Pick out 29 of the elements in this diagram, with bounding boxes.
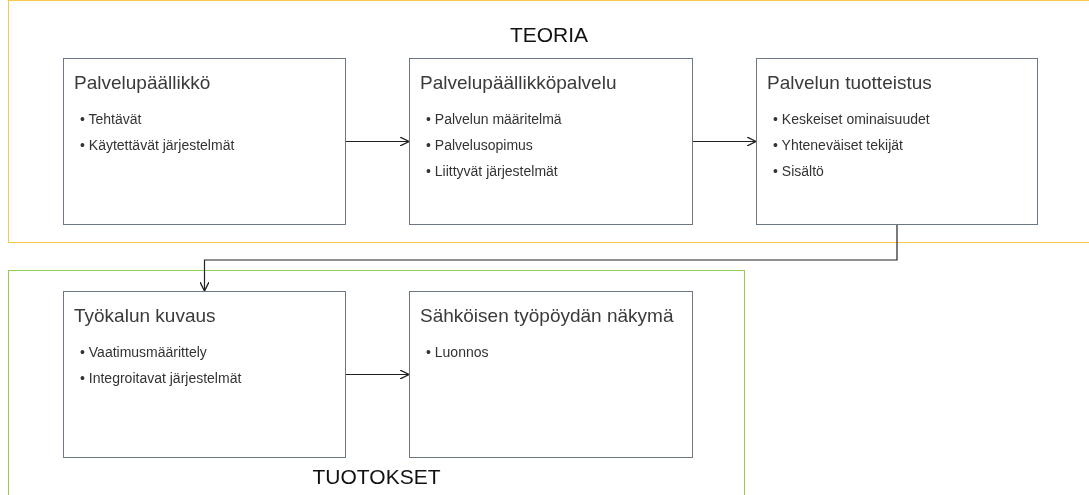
bullet-item: • Vaatimusmäärittely — [80, 342, 207, 361]
bullet-item: • Luonnos — [426, 342, 489, 361]
bullet-item: • Sisältö — [773, 161, 824, 180]
box-heading: Palvelupäällikköpalvelu — [420, 71, 617, 95]
box-heading: Palvelupäällikkö — [74, 71, 211, 95]
process-box — [409, 291, 693, 458]
bullet-item: • Yhteneväiset tekijät — [773, 135, 903, 154]
arrow — [692, 136, 757, 147]
group-frame — [8, 270, 745, 495]
group-title: TUOTOKSET — [312, 465, 441, 488]
process-box — [63, 291, 346, 458]
arrow — [345, 136, 410, 147]
bullet-item: • Keskeiset ominaisuudet — [773, 109, 930, 128]
box-heading: Palvelun tuotteistus — [767, 71, 932, 95]
arrow — [345, 369, 410, 380]
process-box — [409, 58, 693, 225]
group-title: TEORIA — [509, 23, 589, 46]
group-frame — [8, 0, 1089, 243]
process-box — [63, 58, 346, 225]
arrow — [199, 224, 898, 292]
bullet-item: • Liittyvät järjestelmät — [426, 161, 558, 180]
box-heading: Sähköisen työpöydän näkymä — [420, 304, 674, 328]
bullet-item: • Tehtävät — [80, 109, 142, 128]
bullet-item: • Palvelun määritelmä — [426, 109, 562, 128]
bullet-item: • Integroitavat järjestelmät — [80, 368, 242, 387]
process-box — [756, 58, 1038, 225]
bullet-item: • Käytettävät järjestelmät — [80, 135, 235, 154]
box-heading: Työkalun kuvaus — [74, 304, 216, 328]
bullet-item: • Palvelusopimus — [426, 135, 533, 154]
